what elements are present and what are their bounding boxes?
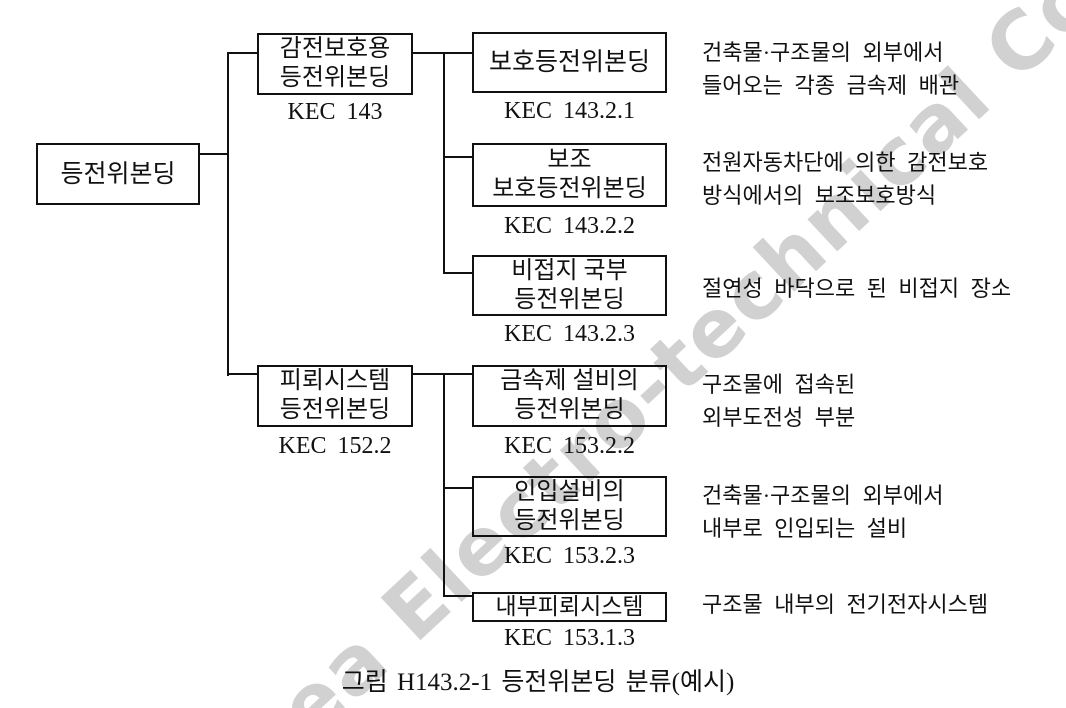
node-description: 구조물 내부의 전기전자시스템 — [702, 588, 988, 621]
node-label-line: 등전위본딩 — [279, 397, 391, 423]
kec-code-label: KEC 153.1.3 — [504, 625, 635, 651]
connector-branch-a-to-subtrunk — [413, 52, 445, 54]
node-label-line: 금속제 설비의 — [500, 368, 639, 394]
node-description: 구조물에 접속된 외부도전성 부분 — [702, 368, 855, 434]
description-line: 들어오는 각종 금속제 배관 — [702, 73, 960, 98]
connector-trunk-to-branch-b — [227, 373, 259, 375]
node-description: 전원자동차단에 의한 감전보호 방식에서의 보조보호방식 — [702, 146, 988, 212]
connector-root-to-trunk — [200, 153, 229, 155]
node-box-root: 등전위본딩 — [36, 143, 200, 205]
figure-caption: 그림 H143.2-1 등전위본딩 분류(예시) — [341, 669, 735, 696]
description-line: 내부로 인입되는 설비 — [702, 516, 908, 541]
node-box-metallic-installation-bonding: 금속제 설비의 등전위본딩 — [472, 365, 667, 427]
description-line: 전원자동차단에 의한 감전보호 — [702, 150, 989, 175]
node-label-line: 감전보호용 — [279, 36, 391, 62]
node-label-line: 등전위본딩 — [514, 286, 625, 313]
kec-code-label: KEC 153.2.2 — [504, 433, 635, 459]
node-box-ungrounded-local-bonding: 비접지 국부 등전위본딩 — [472, 255, 667, 316]
kec-code-label: KEC 143.2.3 — [504, 321, 635, 347]
connector-branch-b-to-subtrunk — [413, 373, 445, 375]
node-label-line: 비접지 국부 — [511, 257, 628, 284]
node-label-line: 보호등전위본딩 — [488, 49, 650, 76]
connector-to-node-5 — [443, 487, 474, 489]
description-line: 구조물에 접속된 — [702, 372, 856, 397]
node-label-line: 등전위본딩 — [514, 507, 625, 534]
description-line: 절연성 바닥으로 된 비접지 장소 — [702, 276, 1012, 301]
node-label-line: 등전위본딩 — [279, 65, 391, 91]
kec-code-label: KEC 152.2 — [278, 433, 392, 459]
description-line: 외부도전성 부분 — [702, 405, 856, 430]
node-box-protective-bonding: 보호등전위본딩 — [472, 32, 667, 93]
node-label-line: 보조 — [547, 147, 592, 173]
connector-main-trunk — [227, 52, 229, 376]
description-line: 건축물·구조물의 외부에서 — [702, 40, 944, 65]
kec-code-label: KEC 143.2.2 — [504, 213, 635, 239]
node-box-incoming-installation-bonding: 인입설비의 등전위본딩 — [472, 476, 667, 537]
node-description: 건축물·구조물의 외부에서 내부로 인입되는 설비 — [702, 479, 943, 545]
connector-subtrunk-b — [443, 373, 445, 597]
node-label-line: 등전위본딩 — [514, 397, 625, 423]
node-box-supplementary-protective-bonding: 보조 보호등전위본딩 — [472, 143, 667, 207]
description-line: 건축물·구조물의 외부에서 — [702, 483, 944, 508]
node-label: 등전위본딩 — [60, 160, 176, 188]
node-label-line: 인입설비의 — [514, 478, 625, 505]
connector-trunk-to-branch-a — [227, 52, 259, 54]
description-line: 방식에서의 보조보호방식 — [702, 183, 937, 208]
node-label-line: 보호등전위본딩 — [492, 176, 647, 202]
node-description: 절연성 바닥으로 된 비접지 장소 — [702, 272, 1011, 305]
node-label-line: 내부피뢰시스템 — [495, 594, 644, 619]
node-description: 건축물·구조물의 외부에서 들어오는 각종 금속제 배관 — [702, 36, 959, 102]
kec-code-label: KEC 153.2.3 — [504, 543, 635, 569]
connector-to-node-2 — [443, 156, 474, 158]
kec-code-label: KEC 143 — [287, 99, 383, 125]
node-label-line: 피뢰시스템 — [279, 368, 391, 394]
connector-to-node-3 — [443, 272, 474, 274]
node-box-lightning-system-bonding: 피뢰시스템 등전위본딩 — [257, 365, 413, 427]
connector-subtrunk-a — [443, 52, 445, 274]
description-line: 구조물 내부의 전기전자시스템 — [702, 592, 989, 617]
connector-to-node-4 — [443, 373, 474, 375]
node-box-shock-protection-bonding: 감전보호용 등전위본딩 — [257, 33, 413, 95]
node-box-internal-lightning-system: 내부피뢰시스템 — [472, 592, 667, 622]
connector-to-node-6 — [443, 595, 474, 597]
kec-code-label: KEC 143.2.1 — [504, 98, 635, 124]
connector-to-node-1 — [443, 52, 474, 54]
